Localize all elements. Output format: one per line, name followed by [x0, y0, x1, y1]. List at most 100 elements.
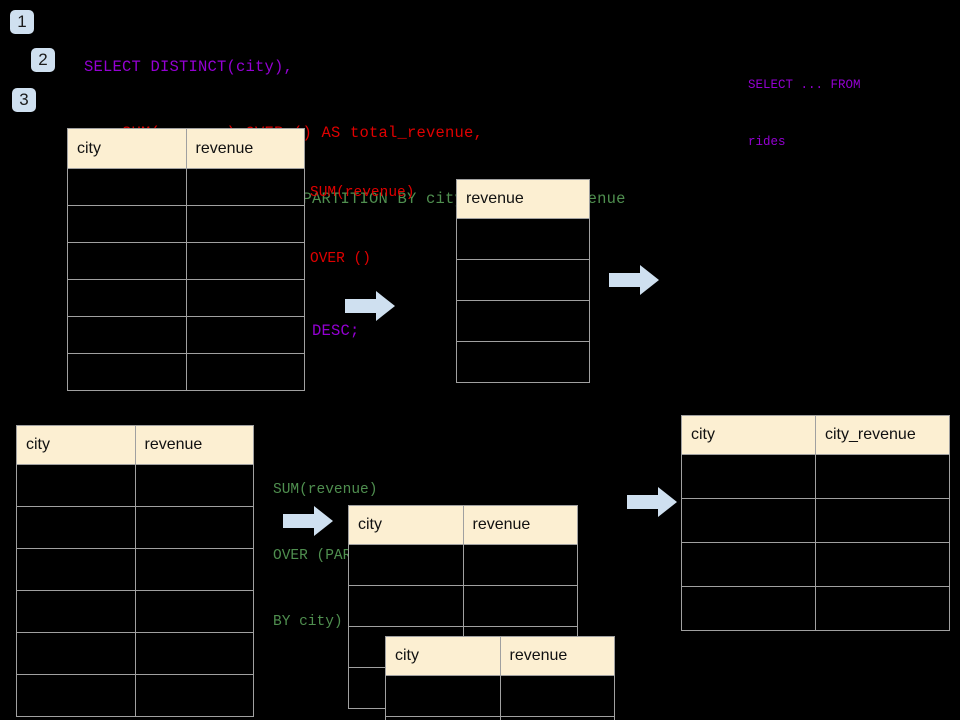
table-cell	[185, 205, 305, 243]
step-badge-2: 2	[31, 48, 55, 72]
sql-line-select: SELECT DISTINCT(city),	[84, 58, 294, 76]
table-cell	[67, 242, 187, 280]
table-cell	[385, 716, 501, 720]
table-row	[681, 498, 950, 543]
annotation-total-line-1: SUM(revenue)	[310, 185, 415, 201]
column-header-city: city	[385, 636, 501, 676]
table-total-revenue: revenue	[456, 179, 590, 383]
side-note-line-2: rides	[748, 135, 786, 149]
table-cell	[16, 506, 136, 549]
table-row	[681, 454, 950, 499]
table-row	[385, 716, 615, 720]
column-header-revenue: revenue	[134, 425, 254, 465]
column-header-revenue: revenue	[456, 179, 590, 219]
table-cell	[67, 316, 187, 354]
table-partition-b: city revenue	[385, 636, 615, 720]
table-row	[456, 218, 590, 260]
table-row	[16, 464, 254, 507]
table-row	[16, 632, 254, 675]
table-cell	[185, 353, 305, 391]
table-header-row: city revenue	[348, 505, 578, 545]
table-cell	[456, 341, 590, 383]
side-note-select-from: SELECT ... FROM rides	[748, 38, 861, 190]
table-cell	[134, 632, 254, 675]
table-row	[67, 242, 305, 280]
table-row	[348, 585, 578, 627]
table-row	[16, 590, 254, 633]
annotation-total-line-2: OVER ()	[310, 251, 371, 267]
table-cell	[456, 300, 590, 342]
table-cell	[681, 454, 816, 499]
side-note-line-1: SELECT ... FROM	[748, 78, 861, 92]
table-row	[67, 205, 305, 243]
annotation-partition-line-3: BY city)	[273, 614, 343, 630]
column-header-city: city	[16, 425, 136, 465]
table-cell	[134, 464, 254, 507]
table-cell	[134, 674, 254, 717]
table-cell	[185, 168, 305, 206]
table-cell	[67, 353, 187, 391]
table-row	[456, 259, 590, 301]
table-row	[681, 542, 950, 587]
table-row	[67, 279, 305, 317]
table-source-bottom: city revenue	[16, 425, 254, 717]
table-cell	[815, 454, 950, 499]
column-header-city: city	[67, 128, 187, 169]
table-cell	[499, 675, 615, 717]
table-row	[67, 168, 305, 206]
table-row	[456, 341, 590, 383]
table-cell	[67, 168, 187, 206]
table-cell	[815, 542, 950, 587]
column-header-revenue: revenue	[185, 128, 305, 169]
table-cell	[456, 218, 590, 260]
table-cell	[16, 674, 136, 717]
table-source-top: city revenue	[67, 128, 305, 391]
column-header-revenue: revenue	[462, 505, 578, 545]
table-cell	[134, 548, 254, 591]
table-cell	[681, 542, 816, 587]
table-cell	[185, 242, 305, 280]
table-cell	[16, 632, 136, 675]
table-cell	[185, 316, 305, 354]
table-cell	[67, 279, 187, 317]
step-badge-1: 1	[10, 10, 34, 34]
table-cell	[16, 590, 136, 633]
table-header-row: city city_revenue	[681, 415, 950, 455]
table-cell	[681, 498, 816, 543]
arrow-partition-to-result-icon	[627, 486, 677, 518]
table-body	[385, 675, 615, 720]
table-cell	[681, 586, 816, 631]
arrow-total-to-result-icon	[609, 264, 659, 296]
table-row	[348, 544, 578, 586]
table-cell	[16, 464, 136, 507]
column-header-city: city	[681, 415, 816, 455]
column-header-city-revenue: city_revenue	[815, 415, 950, 455]
table-cell	[134, 506, 254, 549]
table-row	[67, 316, 305, 354]
table-cell	[815, 586, 950, 631]
table-body	[681, 454, 950, 631]
table-cell	[67, 205, 187, 243]
table-cell	[462, 544, 578, 586]
table-row	[456, 300, 590, 342]
arrow-source-to-total-icon	[345, 290, 395, 322]
annotation-partition-line-1: SUM(revenue)	[273, 482, 378, 498]
table-row	[16, 674, 254, 717]
table-row	[67, 353, 305, 391]
table-row	[681, 586, 950, 631]
table-cell	[385, 675, 501, 717]
table-header-row: revenue	[456, 179, 590, 219]
table-body	[67, 168, 305, 391]
table-row	[385, 675, 615, 717]
table-cell	[348, 585, 464, 627]
table-body	[16, 464, 254, 717]
table-cell	[348, 544, 464, 586]
table-header-row: city revenue	[67, 128, 305, 169]
table-cell	[462, 585, 578, 627]
table-row	[16, 506, 254, 549]
table-body	[456, 218, 590, 383]
column-header-revenue: revenue	[499, 636, 615, 676]
table-cell	[16, 548, 136, 591]
table-cell	[456, 259, 590, 301]
